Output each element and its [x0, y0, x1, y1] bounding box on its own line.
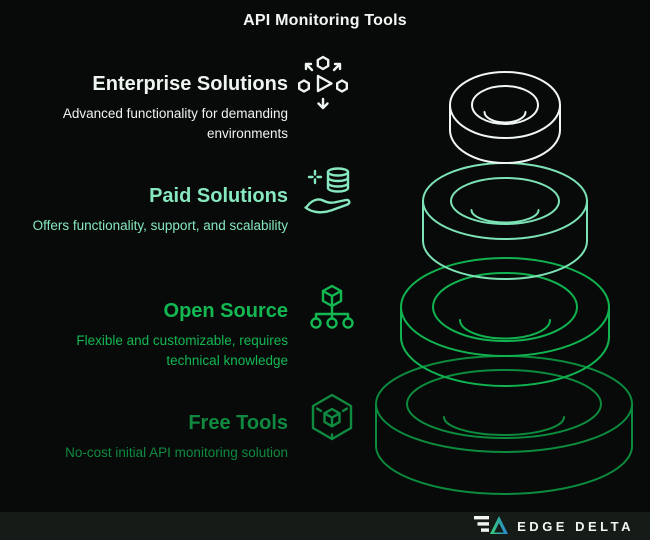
tier-paid-title: Paid Solutions: [149, 185, 288, 207]
tier-free-tools: Free Tools No-cost initial API monitorin…: [10, 411, 288, 463]
tier-paid-description: Offers functionality, support, and scala…: [32, 218, 288, 233]
tier-free-tools-title: Free Tools: [188, 412, 288, 434]
cube-in-hexagon-icon: [307, 392, 357, 448]
tier-paid: Paid Solutions Offers functionality, sup…: [10, 184, 288, 236]
ring-open-source: [400, 257, 610, 387]
ring-paid-solutions: [422, 162, 588, 280]
tier-free-tools-description: No-cost initial API monitoring solution: [65, 445, 288, 460]
ring-enterprise: [449, 71, 561, 164]
brand-name: EDGE DELTA: [517, 518, 634, 534]
hand-holding-database-icon: [302, 163, 358, 219]
cube-network-icon: [306, 282, 358, 338]
ring-free-tools: [375, 355, 633, 495]
tier-open-source-description: Flexible and customizable, requires tech…: [76, 333, 288, 368]
tier-open-source-title: Open Source: [163, 300, 288, 322]
tier-enterprise-title: Enterprise Solutions: [92, 73, 288, 95]
tier-enterprise: Enterprise Solutions Advanced functional…: [10, 72, 288, 143]
page-title: API Monitoring Tools: [243, 12, 407, 29]
edge-delta-logo-icon: [474, 516, 509, 534]
brand-lockup: EDGE DELTA: [473, 513, 634, 539]
tier-enterprise-description: Advanced functionality for demanding env…: [62, 106, 288, 141]
distribute-nodes-icon: [296, 55, 350, 117]
footer-bar: EDGE DELTA: [0, 512, 650, 540]
tier-open-source: Open Source Flexible and customizable, r…: [28, 299, 288, 370]
